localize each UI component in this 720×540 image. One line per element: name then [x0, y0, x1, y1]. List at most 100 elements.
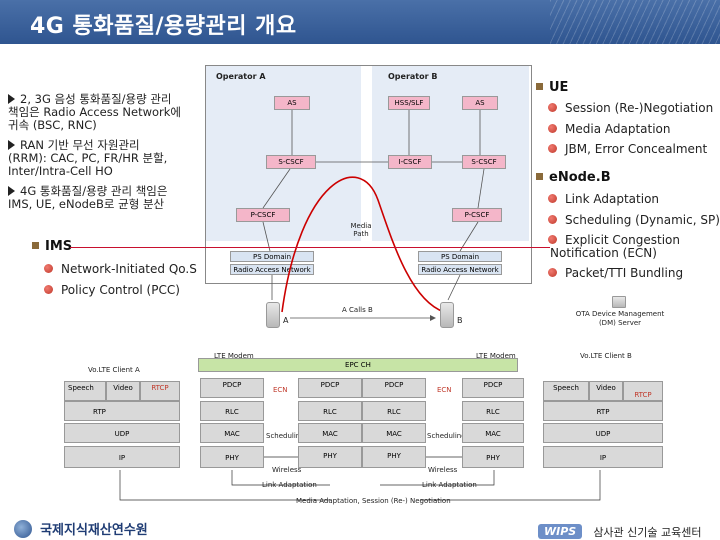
- mac-a: MAC: [200, 423, 264, 443]
- lte-modem-b-label: LTE Modem: [476, 352, 516, 360]
- ota-label: OTA Device Management (DM) Server: [575, 310, 665, 327]
- link-adaptation-b-label: Link Adaptation: [422, 481, 477, 489]
- enodeb-item-3: Explicit Congestion: [548, 233, 680, 247]
- bullet-dot-icon: [44, 285, 53, 294]
- title-bar: 4G 통화품질/용량관리 개요: [0, 0, 720, 44]
- pdcp-a: PDCP: [200, 378, 264, 398]
- ps-domain-a: PS Domain: [230, 251, 314, 262]
- enodeb-heading: eNode.B: [536, 170, 611, 185]
- bullet-dot-icon: [548, 268, 557, 277]
- mac-b: MAC: [462, 423, 524, 443]
- scheduling-a-label: Scheduling: [266, 432, 305, 440]
- ims-item-2: Policy Control (PCC): [44, 283, 180, 297]
- enodeb-item-4: Packet/TTI Bundling: [548, 266, 683, 280]
- footer-left-logo: 국제지식재산연수원: [14, 518, 148, 538]
- rtp-a: RTP: [64, 401, 180, 421]
- bullet-dot-icon: [548, 235, 557, 244]
- phy-b: PHY: [462, 446, 524, 468]
- left-bullet-3: 4G 통화품질/용량 관리 책임은 IMS, UE, eNodeB로 균형 분산: [8, 184, 168, 211]
- link-adaptation-a-label: Link Adaptation: [262, 481, 317, 489]
- speech-b: Speech: [543, 381, 589, 401]
- ims-item-1: Network-Initiated Qo.S: [44, 262, 197, 276]
- scscf-a-node: S-CSCF: [266, 155, 316, 169]
- lte-modem-a-label: LTE Modem: [214, 352, 254, 360]
- slide-title: 4G 통화품질/용량관리 개요: [30, 14, 297, 39]
- ecn-a-label: ECN: [273, 386, 288, 394]
- ran-b: Radio Access Network: [418, 264, 502, 275]
- arrow-bullet-icon: [8, 94, 15, 104]
- bullet-dot-icon: [548, 194, 557, 203]
- phone-a-icon: [266, 302, 280, 328]
- rtcp-b: RTCP: [623, 381, 663, 401]
- as-b-node: AS: [462, 96, 498, 110]
- bullet-dot-icon: [548, 103, 557, 112]
- wireless-b-label: Wireless: [428, 466, 458, 474]
- wireless-a-label: Wireless: [272, 466, 302, 474]
- ran-a: Radio Access Network: [230, 264, 314, 275]
- operator-b-label: Operator B: [388, 72, 438, 81]
- scheduling-b-label: Scheduling: [427, 432, 466, 440]
- ecn-b-label: ECN: [437, 386, 452, 394]
- mac-enb-b: MAC: [362, 423, 426, 443]
- ip-a: IP: [64, 446, 180, 468]
- square-bullet-icon: [536, 83, 543, 90]
- ip-b: IP: [543, 446, 663, 468]
- ue-heading: UE: [536, 80, 568, 95]
- rlc-a: RLC: [200, 401, 264, 421]
- pdcp-enb-a: PDCP: [298, 378, 362, 398]
- title-bar-decoration: [550, 0, 720, 44]
- rlc-enb-a: RLC: [298, 401, 362, 421]
- volte-client-b-label: Vo.LTE Client B: [580, 352, 632, 360]
- epc-ch-bar: EPC CH: [198, 358, 518, 372]
- ota-server-icon: [612, 296, 626, 308]
- rlc-b: RLC: [462, 401, 524, 421]
- media-path-curve: [281, 176, 445, 313]
- institute-emblem-icon: [14, 519, 32, 538]
- bullet-dot-icon: [548, 144, 557, 153]
- ps-domain-b: PS Domain: [418, 251, 502, 262]
- pdcp-b: PDCP: [462, 378, 524, 398]
- media-adaptation-label: Media Adaptation, Session (Re-) Negotiat…: [296, 497, 451, 505]
- left-bullet-1: 2, 3G 음성 통화품질/용량 관리 책임은 Radio Access Net…: [8, 92, 181, 132]
- enodeb-item-2: Scheduling (Dynamic, SP): [548, 213, 720, 227]
- ims-heading: IMS: [32, 239, 72, 254]
- pcscf-a-node: P-CSCF: [236, 208, 290, 222]
- bullet-dot-icon: [44, 264, 53, 273]
- party-b-label: B: [457, 316, 463, 325]
- udp-a: UDP: [64, 423, 180, 443]
- mac-enb-a: MAC: [298, 423, 362, 443]
- ue-item-2: Media Adaptation: [548, 122, 671, 136]
- square-bullet-icon: [32, 242, 39, 249]
- ims-divider: [70, 247, 550, 248]
- video-b: Video: [589, 381, 623, 401]
- arrow-bullet-icon: [8, 140, 15, 150]
- bullet-dot-icon: [548, 215, 557, 224]
- enodeb-item-1: Link Adaptation: [548, 192, 659, 206]
- a-calls-b-label: A Calls B: [342, 306, 373, 314]
- ue-item-1: Session (Re-)Negotiation: [548, 101, 713, 115]
- bullet-dot-icon: [548, 124, 557, 133]
- phy-enb-b: PHY: [362, 446, 426, 468]
- phone-b-icon: [440, 302, 454, 328]
- pcscf-b-node: P-CSCF: [452, 208, 502, 222]
- media-path-label: Media Path: [350, 222, 372, 238]
- left-bullet-2: RAN 기반 무선 자원관리 (RRM): CAC, PC, FR/HR 분할,…: [8, 138, 168, 178]
- scscf-b-node: S-CSCF: [462, 155, 506, 169]
- pdcp-enb-b: PDCP: [362, 378, 426, 398]
- speech-a: Speech: [64, 381, 106, 401]
- as-a-node: AS: [274, 96, 310, 110]
- arrow-bullet-icon: [8, 186, 15, 196]
- hss-node: HSS/SLF: [388, 96, 430, 110]
- footer-right-logo: WIPS 삼사관 신기술 교육센터: [538, 521, 702, 540]
- udp-b: UDP: [543, 423, 663, 443]
- party-a-label: A: [283, 316, 289, 325]
- phy-a: PHY: [200, 446, 264, 468]
- icscf-node: I-CSCF: [388, 155, 432, 169]
- phy-enb-a: PHY: [298, 446, 362, 468]
- video-a: Video: [106, 381, 140, 401]
- rtcp-a: RTCP: [140, 381, 180, 401]
- ue-item-3: JBM, Error Concealment: [548, 142, 707, 156]
- volte-client-a-label: Vo.LTE Client A: [88, 366, 140, 374]
